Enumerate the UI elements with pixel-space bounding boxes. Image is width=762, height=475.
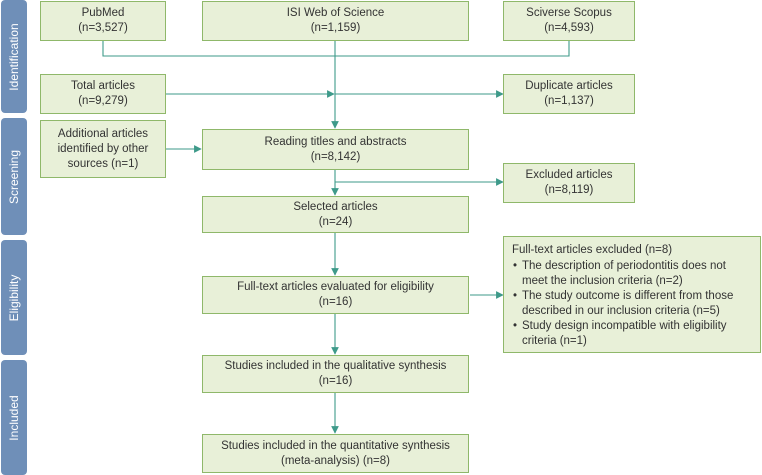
additional-articles-line3: sources (n=1) [67, 157, 139, 170]
pubmed-title: PubMed [81, 7, 125, 19]
scopus-box: Sciverse Scopus (n=4,593) [503, 1, 635, 41]
selected-articles-count: (n=24) [318, 215, 353, 228]
isi-count: (n=1,159) [310, 22, 361, 34]
selected-articles-title: Selected articles [293, 200, 378, 213]
excluded-articles-box: Excluded articles (n=8,119) [503, 163, 635, 203]
phase-identification: Identification [1, 0, 27, 113]
duplicate-articles-title: Duplicate articles [525, 80, 613, 92]
phase-identification-label: Identification [7, 22, 21, 91]
excluded-articles-count: (n=8,119) [544, 184, 594, 196]
pubmed-box: PubMed (n=3,527) [40, 1, 166, 41]
pubmed-connector [102, 41, 570, 57]
additional-articles-line2: identified by other [57, 142, 149, 155]
exclusion-reason: The study outcome is different from thos… [512, 289, 733, 319]
phase-eligibility-label: Eligibility [7, 274, 21, 321]
isi-title: ISI Web of Science [286, 7, 385, 19]
reading-titles-title: Reading titles and abstracts [264, 135, 407, 148]
fulltext-evaluated-count: (n=16) [318, 296, 353, 308]
fulltext-evaluated-box: Full-text articles evaluated for eligibi… [202, 276, 469, 314]
quantitative-synthesis-count: (meta-analysis) (n=8) [281, 454, 390, 467]
total-articles-title: Total articles [71, 80, 135, 92]
total-articles-count: (n=9,279) [78, 95, 128, 107]
additional-articles-box: Additional articles identified by other … [40, 120, 166, 178]
qualitative-synthesis-title: Studies included in the qualitative synt… [224, 360, 447, 372]
duplicate-articles-count: (n=1,137) [544, 95, 594, 107]
quantitative-synthesis-box: Studies included in the quantitative syn… [202, 434, 469, 473]
reading-titles-box: Reading titles and abstracts (n=8,142) [202, 129, 469, 170]
reading-titles-count: (n=8,142) [310, 150, 361, 163]
scopus-title: Sciverse Scopus [526, 7, 612, 19]
qualitative-synthesis-box: Studies included in the qualitative synt… [202, 355, 469, 393]
scopus-count: (n=4,593) [544, 22, 594, 34]
fulltext-excluded-title: Full-text articles excluded (n=8) [512, 244, 673, 256]
excluded-articles-title: Excluded articles [525, 169, 613, 181]
qualitative-synthesis-count: (n=16) [318, 375, 353, 387]
isi-box: ISI Web of Science (n=1,159) [202, 1, 469, 41]
fulltext-excluded-box: Full-text articles excluded (n=8) The de… [503, 236, 761, 353]
quantitative-synthesis-title: Studies included in the quantitative syn… [221, 439, 450, 452]
phase-eligibility: Eligibility [1, 240, 27, 355]
exclusion-reason: Study design incompatible with eligibili… [512, 319, 733, 349]
selected-articles-box: Selected articles (n=24) [202, 196, 469, 233]
exclusion-reason: The description of periodontitis does no… [512, 259, 733, 289]
phase-screening-label: Screening [7, 149, 21, 204]
duplicate-articles-box: Duplicate articles (n=1,137) [503, 74, 635, 114]
fulltext-evaluated-title: Full-text articles evaluated for eligibi… [237, 281, 434, 293]
exclusion-reasons-list: The description of periodontitis does no… [512, 259, 733, 349]
additional-articles-line1: Additional articles [57, 127, 149, 140]
phase-included: Included [1, 360, 27, 475]
phase-included-label: Included [7, 394, 21, 441]
pubmed-count: (n=3,527) [78, 22, 128, 34]
phase-screening: Screening [1, 118, 27, 235]
total-articles-box: Total articles (n=9,279) [40, 74, 166, 114]
